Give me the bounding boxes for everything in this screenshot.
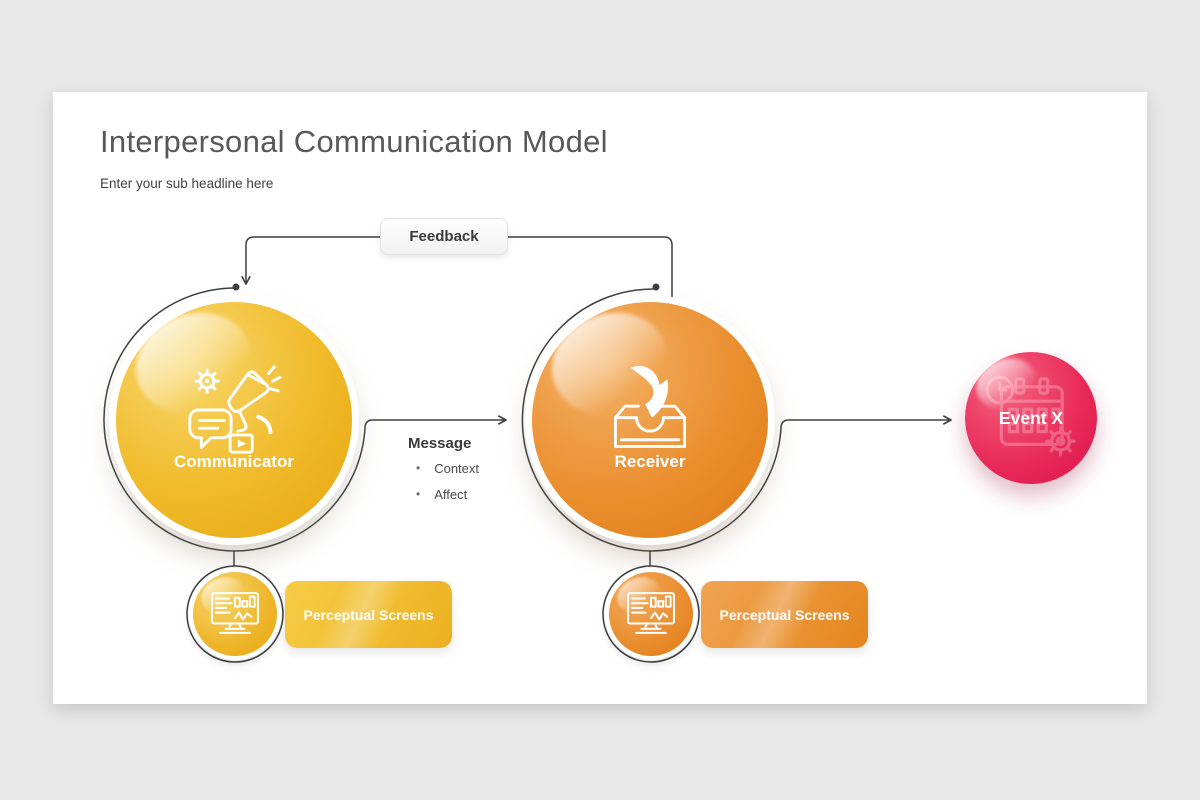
perceptual-screens-label: Perceptual Screens bbox=[303, 606, 434, 623]
feedback-label: Feedback bbox=[409, 228, 479, 245]
communicator-label: Communicator bbox=[174, 452, 294, 471]
perceptual-screens-label: Perceptual Screens bbox=[719, 606, 850, 623]
communicator-screen-badge: Perceptual Screens bbox=[285, 581, 452, 648]
message-bullet-affect: Affect bbox=[408, 487, 479, 502]
page-subtitle: Enter your sub headline here bbox=[100, 176, 274, 191]
receiver-screen-node bbox=[609, 571, 693, 656]
receiver-screen-badge: Perceptual Screens bbox=[701, 581, 868, 648]
communicator-node: Communicator bbox=[116, 296, 352, 538]
message-annotation: Message Context Affect bbox=[408, 435, 479, 513]
receiver-label: Receiver bbox=[614, 452, 686, 471]
megaphone-gear-chat-icon bbox=[188, 365, 282, 454]
receiver-node: Receiver bbox=[532, 296, 768, 538]
communicator-screen-node bbox=[193, 571, 277, 656]
page-title: Interpersonal Communication Model bbox=[100, 124, 608, 159]
message-title: Message bbox=[408, 435, 472, 452]
calendar-clock-gear-icon bbox=[985, 375, 1076, 457]
event-node: Event X bbox=[965, 349, 1097, 484]
event-label: Event X bbox=[998, 407, 1064, 428]
feedback-label-box: Feedback bbox=[380, 218, 508, 255]
message-bullet-context: Context bbox=[408, 461, 479, 476]
inbox-arrow-icon bbox=[614, 365, 686, 448]
